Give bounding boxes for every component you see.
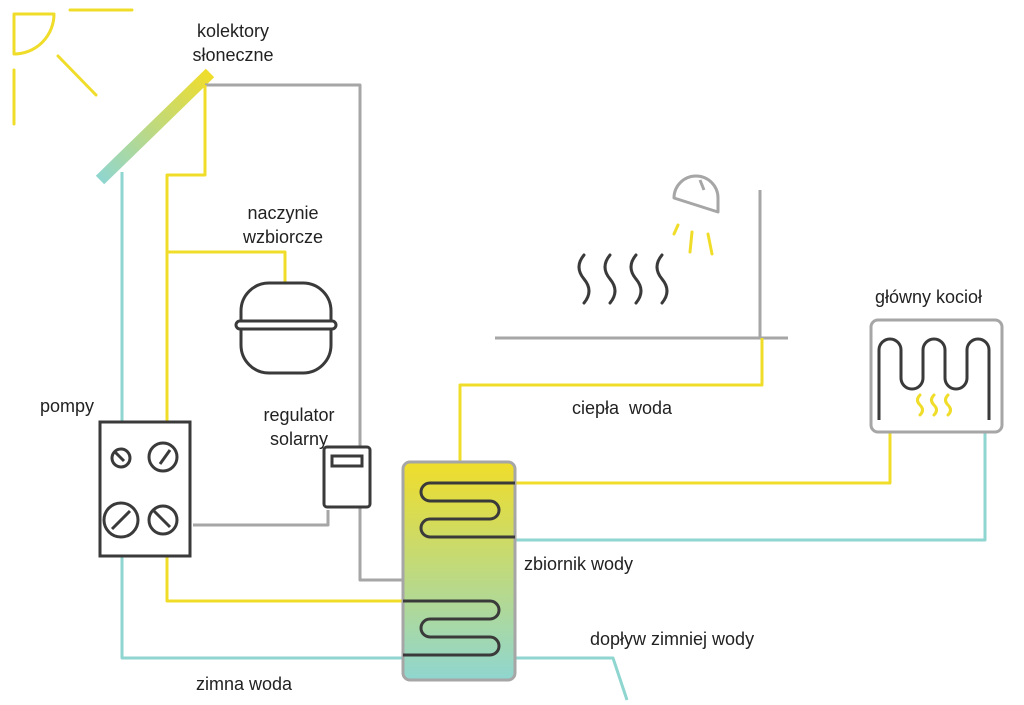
shower-head-icon bbox=[672, 174, 720, 256]
solar-collector-panel bbox=[95, 68, 215, 185]
gray-pipes bbox=[193, 83, 788, 582]
label-main-boiler: główny kocioł bbox=[875, 287, 983, 307]
label-solar-collectors-line2: słoneczne bbox=[192, 45, 274, 65]
expansion-vessel-icon bbox=[234, 281, 338, 375]
label-expansion-vessel-line1: naczynie bbox=[247, 203, 319, 223]
label-water-tank: zbiornik wody bbox=[524, 554, 634, 574]
label-hot-water: ciepła woda bbox=[572, 398, 673, 418]
label-cold-water-inflow: dopływ zimniej wody bbox=[590, 629, 755, 649]
main-boiler-icon bbox=[869, 318, 1004, 434]
label-solar-collectors: kolektory słoneczne bbox=[178, 19, 288, 67]
label-expansion-vessel: naczynie wzbiorcze bbox=[228, 201, 338, 249]
label-solar-regulator-line1: regulator bbox=[263, 405, 335, 425]
label-pumps: pompy bbox=[40, 396, 95, 416]
label-solar-regulator-line2: solarny bbox=[269, 429, 329, 449]
label-solar-regulator: regulator solarny bbox=[244, 403, 354, 451]
label-expansion-vessel-line2: wzbiorcze bbox=[242, 227, 324, 247]
label-cold-water: zimna woda bbox=[196, 674, 293, 694]
cyan-pipes bbox=[120, 172, 987, 701]
sun-icon bbox=[12, 8, 134, 126]
solar-regulator-icon bbox=[322, 445, 372, 509]
yellow-pipes bbox=[165, 85, 892, 603]
label-solar-collectors-line1: kolektory bbox=[196, 21, 270, 41]
pumps-box bbox=[98, 420, 192, 558]
steam-icon bbox=[577, 253, 669, 305]
water-tank-icon bbox=[401, 460, 517, 682]
